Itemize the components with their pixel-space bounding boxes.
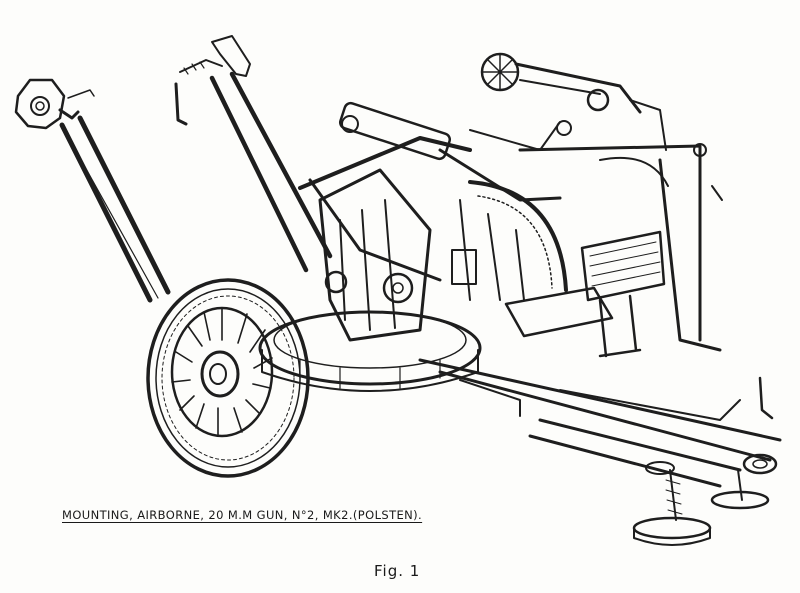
pedestal-frame: [298, 136, 472, 342]
seat: [504, 230, 666, 358]
ring-sight: [480, 52, 642, 114]
figure-caption: MOUNTING, AIRBORNE, 20 M.M GUN, N°2, MK2…: [62, 508, 423, 522]
wheel: [146, 278, 310, 478]
elevation-arc: [451, 180, 568, 301]
figure-label: Fig. 1: [374, 562, 421, 580]
levelling-jacks: [632, 453, 778, 546]
right-frame: [518, 99, 723, 352]
upper-arm: [174, 35, 333, 273]
left-towing-arm: [14, 78, 171, 303]
trail-legs: [418, 358, 782, 488]
